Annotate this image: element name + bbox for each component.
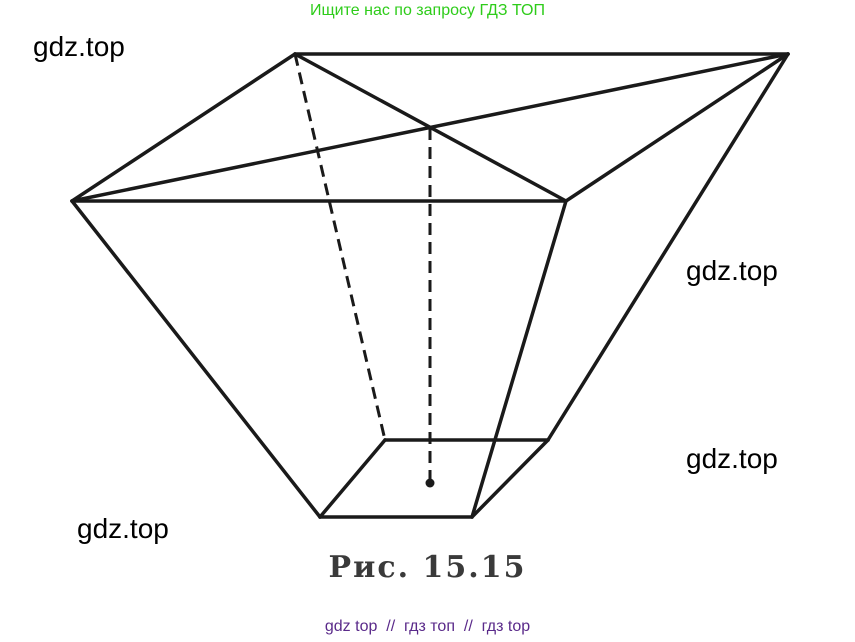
top-diagonal-2	[293, 52, 568, 203]
bottom-edge-right	[470, 438, 550, 519]
hidden-lateral-edge	[293, 53, 387, 441]
lateral-edge-back-right	[546, 52, 790, 442]
watermark-text: gdz.top	[686, 255, 778, 286]
watermark-text: gdz.top	[77, 513, 169, 544]
lateral-edge-front-left	[70, 199, 322, 519]
lateral-edge-front-right	[470, 199, 568, 519]
watermark-text: gdz.top	[33, 31, 125, 62]
top-edge-right	[564, 52, 790, 203]
search-hint-banner: Ищите нас по запросу ГДЗ ТОП	[310, 2, 545, 19]
bottom-edge-left	[318, 438, 387, 519]
figure-caption: Рис. 15.15	[328, 550, 527, 585]
top-edge-left	[70, 52, 297, 203]
bottom-center-point	[425, 478, 435, 488]
footer-links: gdz top // гдз топ // гдз top	[324, 618, 531, 635]
watermark-text: gdz.top	[686, 443, 778, 474]
